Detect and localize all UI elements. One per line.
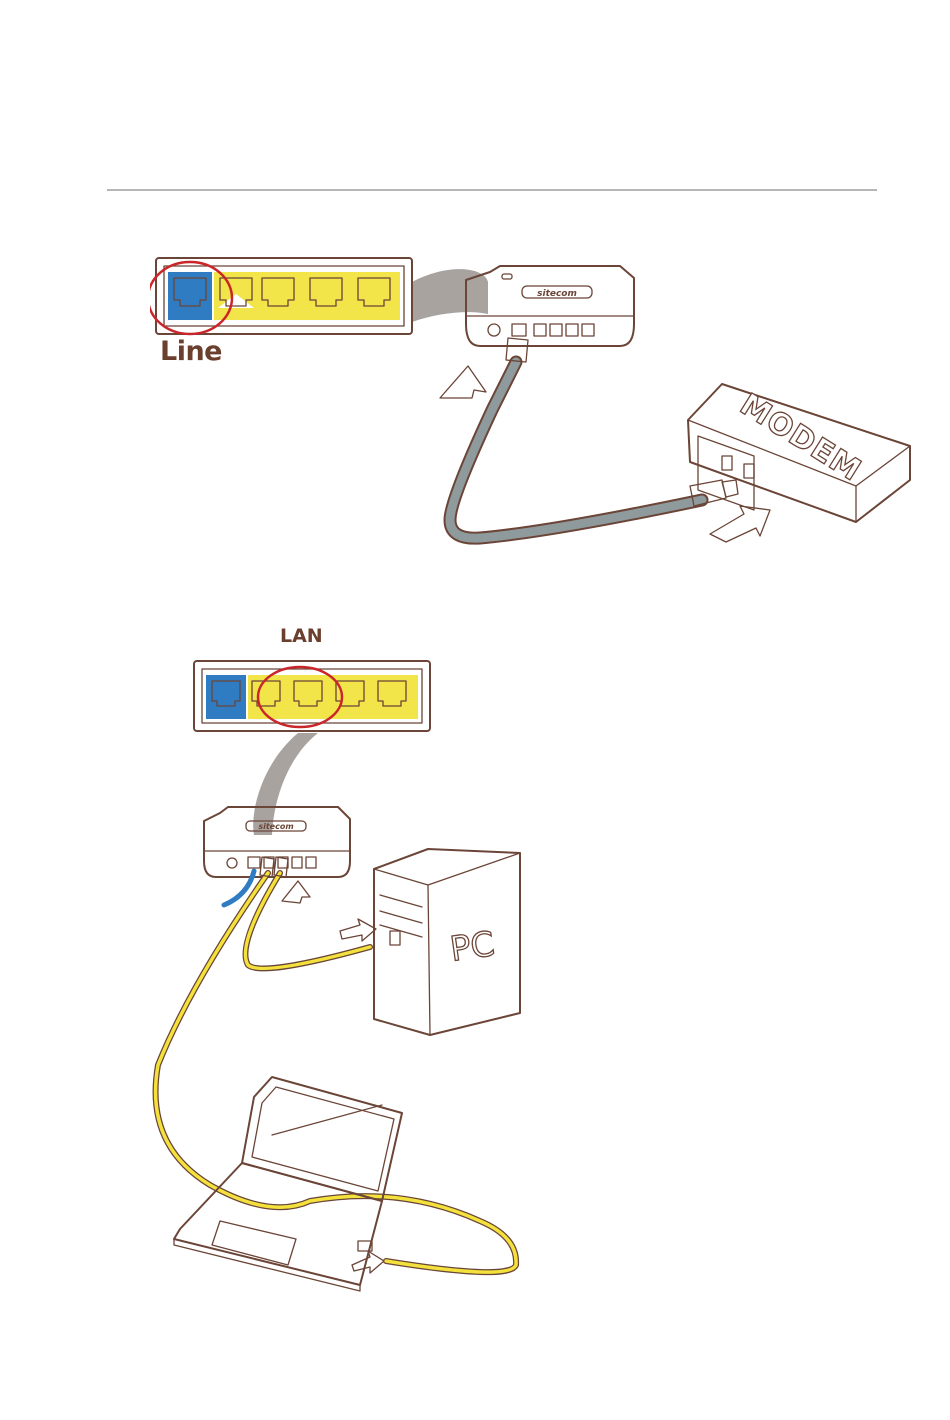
lan-connection-diagram: sitecom PC [150,625,530,1305]
pc-tower-icon: PC [374,849,520,1035]
lan-port-label: LAN [280,625,323,647]
arrow-icon [710,506,770,542]
wan-diagram-svg: sitecom MODEM [150,250,914,550]
arrow-icon [282,881,310,903]
lan-diagram-svg: sitecom PC [150,625,530,1305]
router-brand-label: sitecom [537,289,577,299]
lan-ports-icon [214,272,400,320]
lan-ports-icon [248,675,418,719]
lan-cable-pc [245,873,370,968]
arrow-icon [340,919,376,941]
callout-band [253,733,318,835]
modem-icon: MODEM [688,384,910,522]
router-icon: sitecom [204,807,350,877]
line-port-label: Line [160,336,222,367]
header-divider [107,189,877,191]
router-brand-label: sitecom [258,822,293,831]
router-icon: sitecom [466,266,634,346]
port-strip [150,258,412,334]
wan-connection-diagram: sitecom MODEM [150,250,914,550]
pc-label: PC [448,924,497,970]
port-strip [194,661,430,731]
arrow-icon [440,366,486,398]
